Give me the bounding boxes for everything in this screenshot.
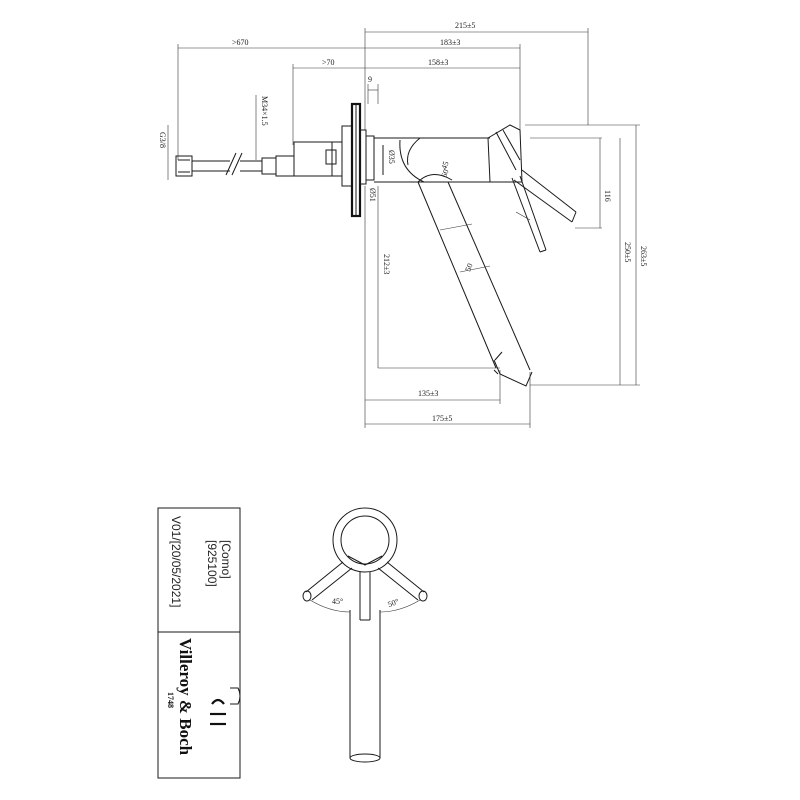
dim-70: >70 <box>322 58 335 67</box>
spout <box>417 174 533 387</box>
dim-135: 135±3 <box>418 389 438 398</box>
dimension-lines-bottom <box>364 186 531 428</box>
dim-212: 212±3 <box>382 254 391 274</box>
supply-hose <box>175 152 295 177</box>
threaded-shank <box>293 141 343 177</box>
dim-45: 45 <box>439 160 450 171</box>
lever-handle <box>487 124 577 253</box>
dimension-lines-top <box>177 28 589 160</box>
brand-logo: Villeroy & Boch 1748 <box>166 638 241 756</box>
dim-o51: Ø51 <box>368 188 377 202</box>
angle-45: 45° <box>332 597 343 606</box>
product-code: [925100] <box>205 540 219 587</box>
dim-50: 50 <box>463 262 474 273</box>
dim-215: 215±5 <box>455 21 475 30</box>
front-view: 45° 50° <box>302 507 428 763</box>
logo-icon <box>210 687 241 726</box>
angle-50: 50° <box>387 597 401 609</box>
side-view: 215±5 183±3 >670 >70 158±3 9 M34×1.5 G3/… <box>158 21 648 428</box>
dim-670: >670 <box>232 38 249 47</box>
brand-name: Villeroy & Boch <box>176 638 195 756</box>
dim-9: 9 <box>368 75 372 84</box>
dim-o35: Ø35 <box>387 150 396 164</box>
dim-263: 263±5 <box>639 246 648 266</box>
dim-116: 116 <box>603 190 612 202</box>
dim-158: 158±3 <box>428 58 448 67</box>
dim-250: 250±5 <box>623 242 632 262</box>
mounting-flange <box>341 102 375 218</box>
dim-m34: M34×1.5 <box>260 96 269 126</box>
version-date: V01/[20/05/2021] <box>169 516 183 607</box>
dim-60: 60 <box>439 168 450 179</box>
title-block: [Como] [925100] V01/[20/05/2021] Villero… <box>157 507 241 779</box>
dim-175: 175±5 <box>432 414 452 423</box>
dim-g38: G3/8 <box>158 132 167 148</box>
brand-year: 1748 <box>166 692 175 708</box>
product-name: [Como] <box>219 540 233 579</box>
dim-183: 183±3 <box>440 38 460 47</box>
dimension-lines-right <box>525 124 640 386</box>
